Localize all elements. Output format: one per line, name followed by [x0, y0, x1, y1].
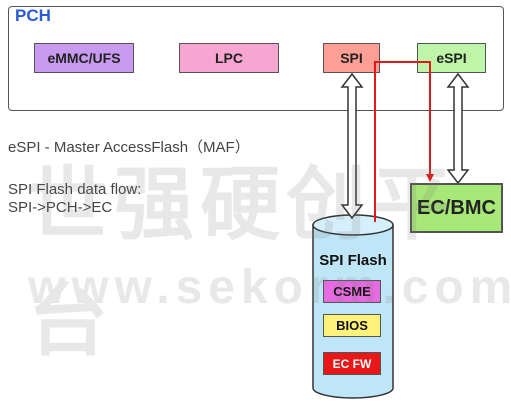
lpc-block: LPC — [179, 43, 279, 73]
flow-path: SPI->PCH->EC — [8, 199, 113, 216]
espi-block: eSPI — [417, 43, 486, 73]
pch-label: PCH — [15, 6, 51, 25]
flow-title: SPI Flash data flow: — [8, 181, 142, 198]
spi-block: SPI — [323, 43, 380, 73]
bios-region: BIOS — [323, 314, 381, 337]
ec-fw-region: EC FW — [323, 352, 381, 375]
emmc-ufs-block: eMMC/UFS — [34, 43, 134, 73]
maf-data-path — [374, 61, 434, 222]
csme-region: CSME — [323, 280, 381, 303]
spi-flash-double-arrow — [340, 72, 364, 220]
maf-description: eSPI - Master AccessFlash（MAF） — [8, 139, 250, 156]
ec-bmc-block: EC/BMC — [410, 183, 503, 233]
spi-flash-label: SPI Flash — [319, 252, 387, 269]
espi-ec-double-arrow — [446, 72, 470, 185]
